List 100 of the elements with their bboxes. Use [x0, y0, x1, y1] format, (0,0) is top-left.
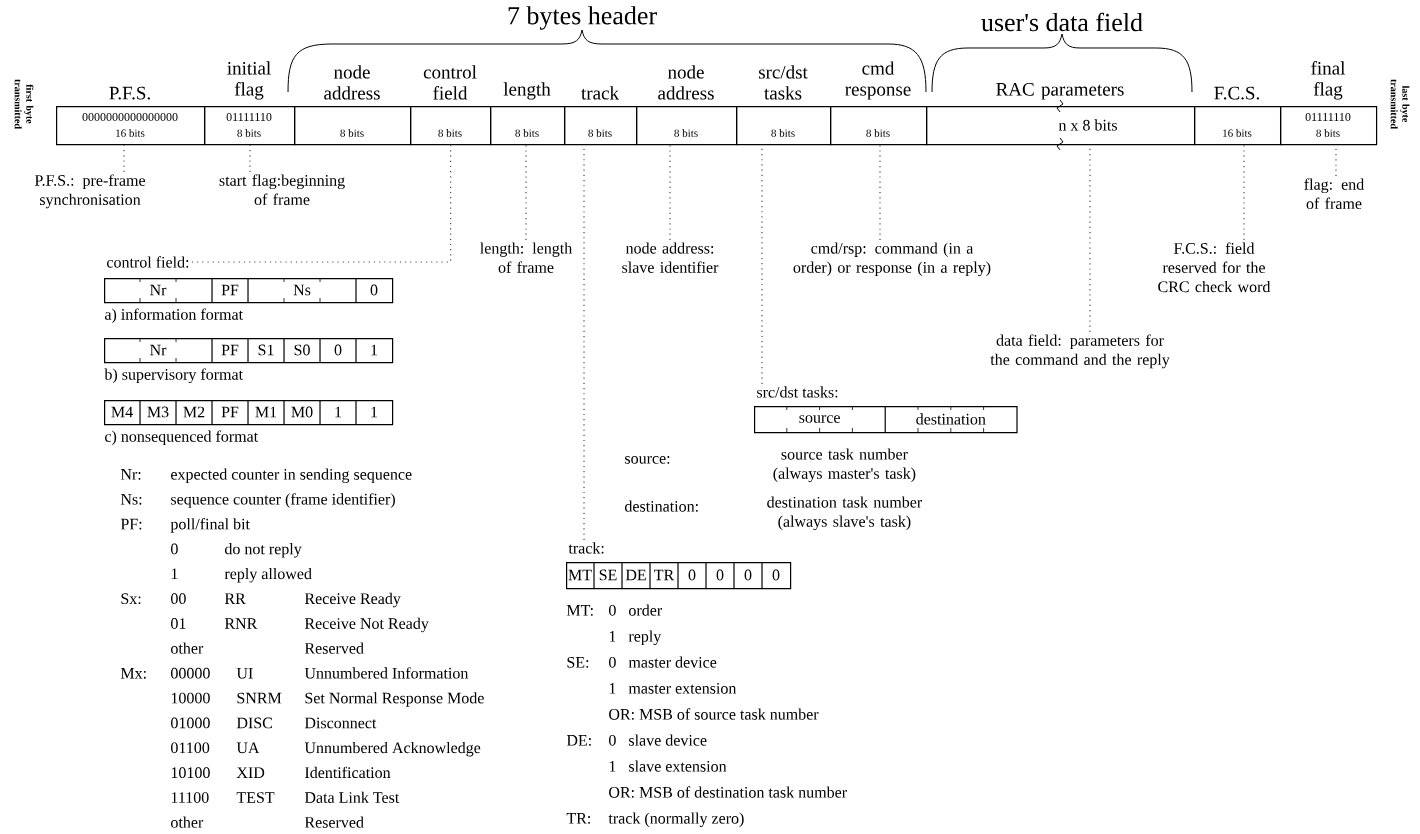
note-text: 01	[171, 618, 186, 629]
note-text: Reserved	[304, 642, 364, 654]
note-text: destination task number (always slave's task)	[767, 496, 922, 531]
description-text: data field: parameters for the command and the reply	[990, 334, 1170, 369]
note-text: source:	[625, 456, 670, 464]
note-text: DISC	[236, 717, 272, 729]
leader-line	[879, 144, 881, 241]
note-text: SNRM	[237, 692, 282, 704]
note-text: Set Normal Response Mode	[305, 692, 484, 707]
note-text: PF:	[120, 518, 142, 530]
table-caption: c) nonsequenced format	[105, 430, 259, 446]
node-label: S0	[294, 344, 310, 356]
table-heading: src/dst tasks:	[757, 386, 838, 398]
bit-table: source destination	[754, 405, 1018, 434]
field-name: src/dst tasks	[759, 65, 808, 100]
leader-line	[669, 144, 671, 241]
bit-table: Nr PF Ns 0	[104, 277, 394, 304]
node-label: 1	[371, 344, 378, 356]
note-text: XID	[236, 767, 265, 778]
description-text: node address: slave identifier	[622, 242, 719, 273]
leader-line	[583, 144, 585, 541]
field-name: control field	[423, 65, 477, 100]
note-text: Sx:	[121, 593, 141, 605]
note-text: order	[629, 604, 662, 616]
note-text: 1	[171, 568, 178, 579]
brace-label: 7 bytes header	[508, 6, 657, 30]
note-text: reply	[628, 630, 662, 646]
note-text: MT:	[566, 605, 593, 616]
node-label: PF	[221, 344, 239, 356]
description-text: flag: end of frame	[1304, 178, 1364, 209]
note-text: poll/final bit	[170, 518, 250, 533]
note-text: UI	[236, 668, 253, 679]
note-text: 1	[609, 683, 616, 694]
note-text: SE:	[567, 657, 589, 668]
field-name: node address	[658, 65, 714, 100]
field-name: cmd response	[845, 61, 911, 100]
node-label: S1	[258, 344, 274, 356]
note-text: 00	[171, 593, 186, 605]
node-label: 0	[370, 284, 378, 296]
note-text: 0	[609, 656, 616, 668]
note-text: Identification	[305, 766, 391, 779]
field-name: initial flag	[227, 61, 271, 100]
note-text: 01000	[171, 717, 210, 729]
field-name: RAC parameters	[996, 82, 1124, 100]
note-text: track (normally zero)	[608, 812, 744, 828]
node-label: 1	[335, 406, 342, 418]
note-text: UA	[236, 742, 260, 754]
note-text: RNR	[224, 618, 258, 629]
note-text: Disconnect	[304, 717, 377, 729]
note-text: master device	[628, 656, 717, 668]
note-text: 10100	[171, 767, 210, 779]
node-label: Nr	[150, 344, 167, 356]
note-text: TR:	[566, 813, 590, 824]
note-text: source task number (always master's task)	[773, 448, 916, 483]
field-name: P.F.S.	[109, 86, 150, 100]
note-text: 0	[609, 604, 616, 616]
note-text: reply allowed	[224, 567, 312, 583]
leader-line	[1089, 144, 1091, 333]
node-label: PF	[221, 406, 239, 418]
description-text: length: length of frame	[480, 242, 572, 273]
node-label: M1	[255, 406, 277, 418]
note-text: Ns:	[120, 493, 142, 505]
note-text: Unnumbered Acknowledge	[304, 741, 481, 757]
note-text: 10000	[171, 692, 210, 704]
note-text: sequence counter (frame identifier)	[171, 493, 395, 508]
note-text: Mx:	[120, 668, 146, 679]
note-text: slave device	[629, 734, 707, 746]
note-text: 01100	[171, 742, 210, 754]
node-label: M4	[111, 406, 133, 418]
brace-label: user's data field	[981, 12, 1143, 32]
bit-table: M4 M3 M2 PF M1 M0 1 1	[104, 399, 394, 426]
field-name: length	[503, 82, 551, 100]
node-label: 0	[334, 344, 342, 356]
field-name: F.C.S.	[1214, 86, 1259, 100]
description-text: P.F.S.: pre-frame synchronisation	[34, 174, 146, 209]
note-text: other	[171, 642, 204, 654]
description-text: start flag:beginning of frame	[219, 174, 345, 205]
table-caption: a) information format	[105, 308, 243, 324]
note-text: Data Link Test	[304, 791, 400, 803]
note-text: master extension	[628, 683, 737, 694]
table-heading: control field:	[107, 256, 189, 268]
note-text: Unnumbered Information	[304, 667, 469, 679]
leader-line	[761, 144, 763, 385]
note-text: 1	[609, 631, 616, 642]
node-label: Ns	[293, 284, 311, 296]
note-text: Receive Ready	[304, 592, 401, 608]
leader-line	[1243, 144, 1245, 241]
note-text: RR	[224, 593, 246, 604]
node-label: M0	[291, 406, 313, 418]
field-name: final flag	[1311, 61, 1345, 100]
note-text: DE:	[566, 735, 591, 746]
note-text: 0	[609, 734, 616, 746]
note-text: destination:	[624, 500, 698, 512]
frame-cell: n x 8 bits	[926, 99, 1196, 151]
table-heading: track:	[568, 542, 604, 554]
note-text: 11100	[171, 792, 209, 803]
description-text: cmd/rsp: command (in a order) or response (in a reply)	[793, 242, 991, 277]
node-label: M3	[147, 406, 169, 418]
bit-table: MT SE DE TR 0 0 0 0	[566, 561, 792, 590]
bit-table: Nr PF S1 S0 0 1	[104, 337, 394, 364]
